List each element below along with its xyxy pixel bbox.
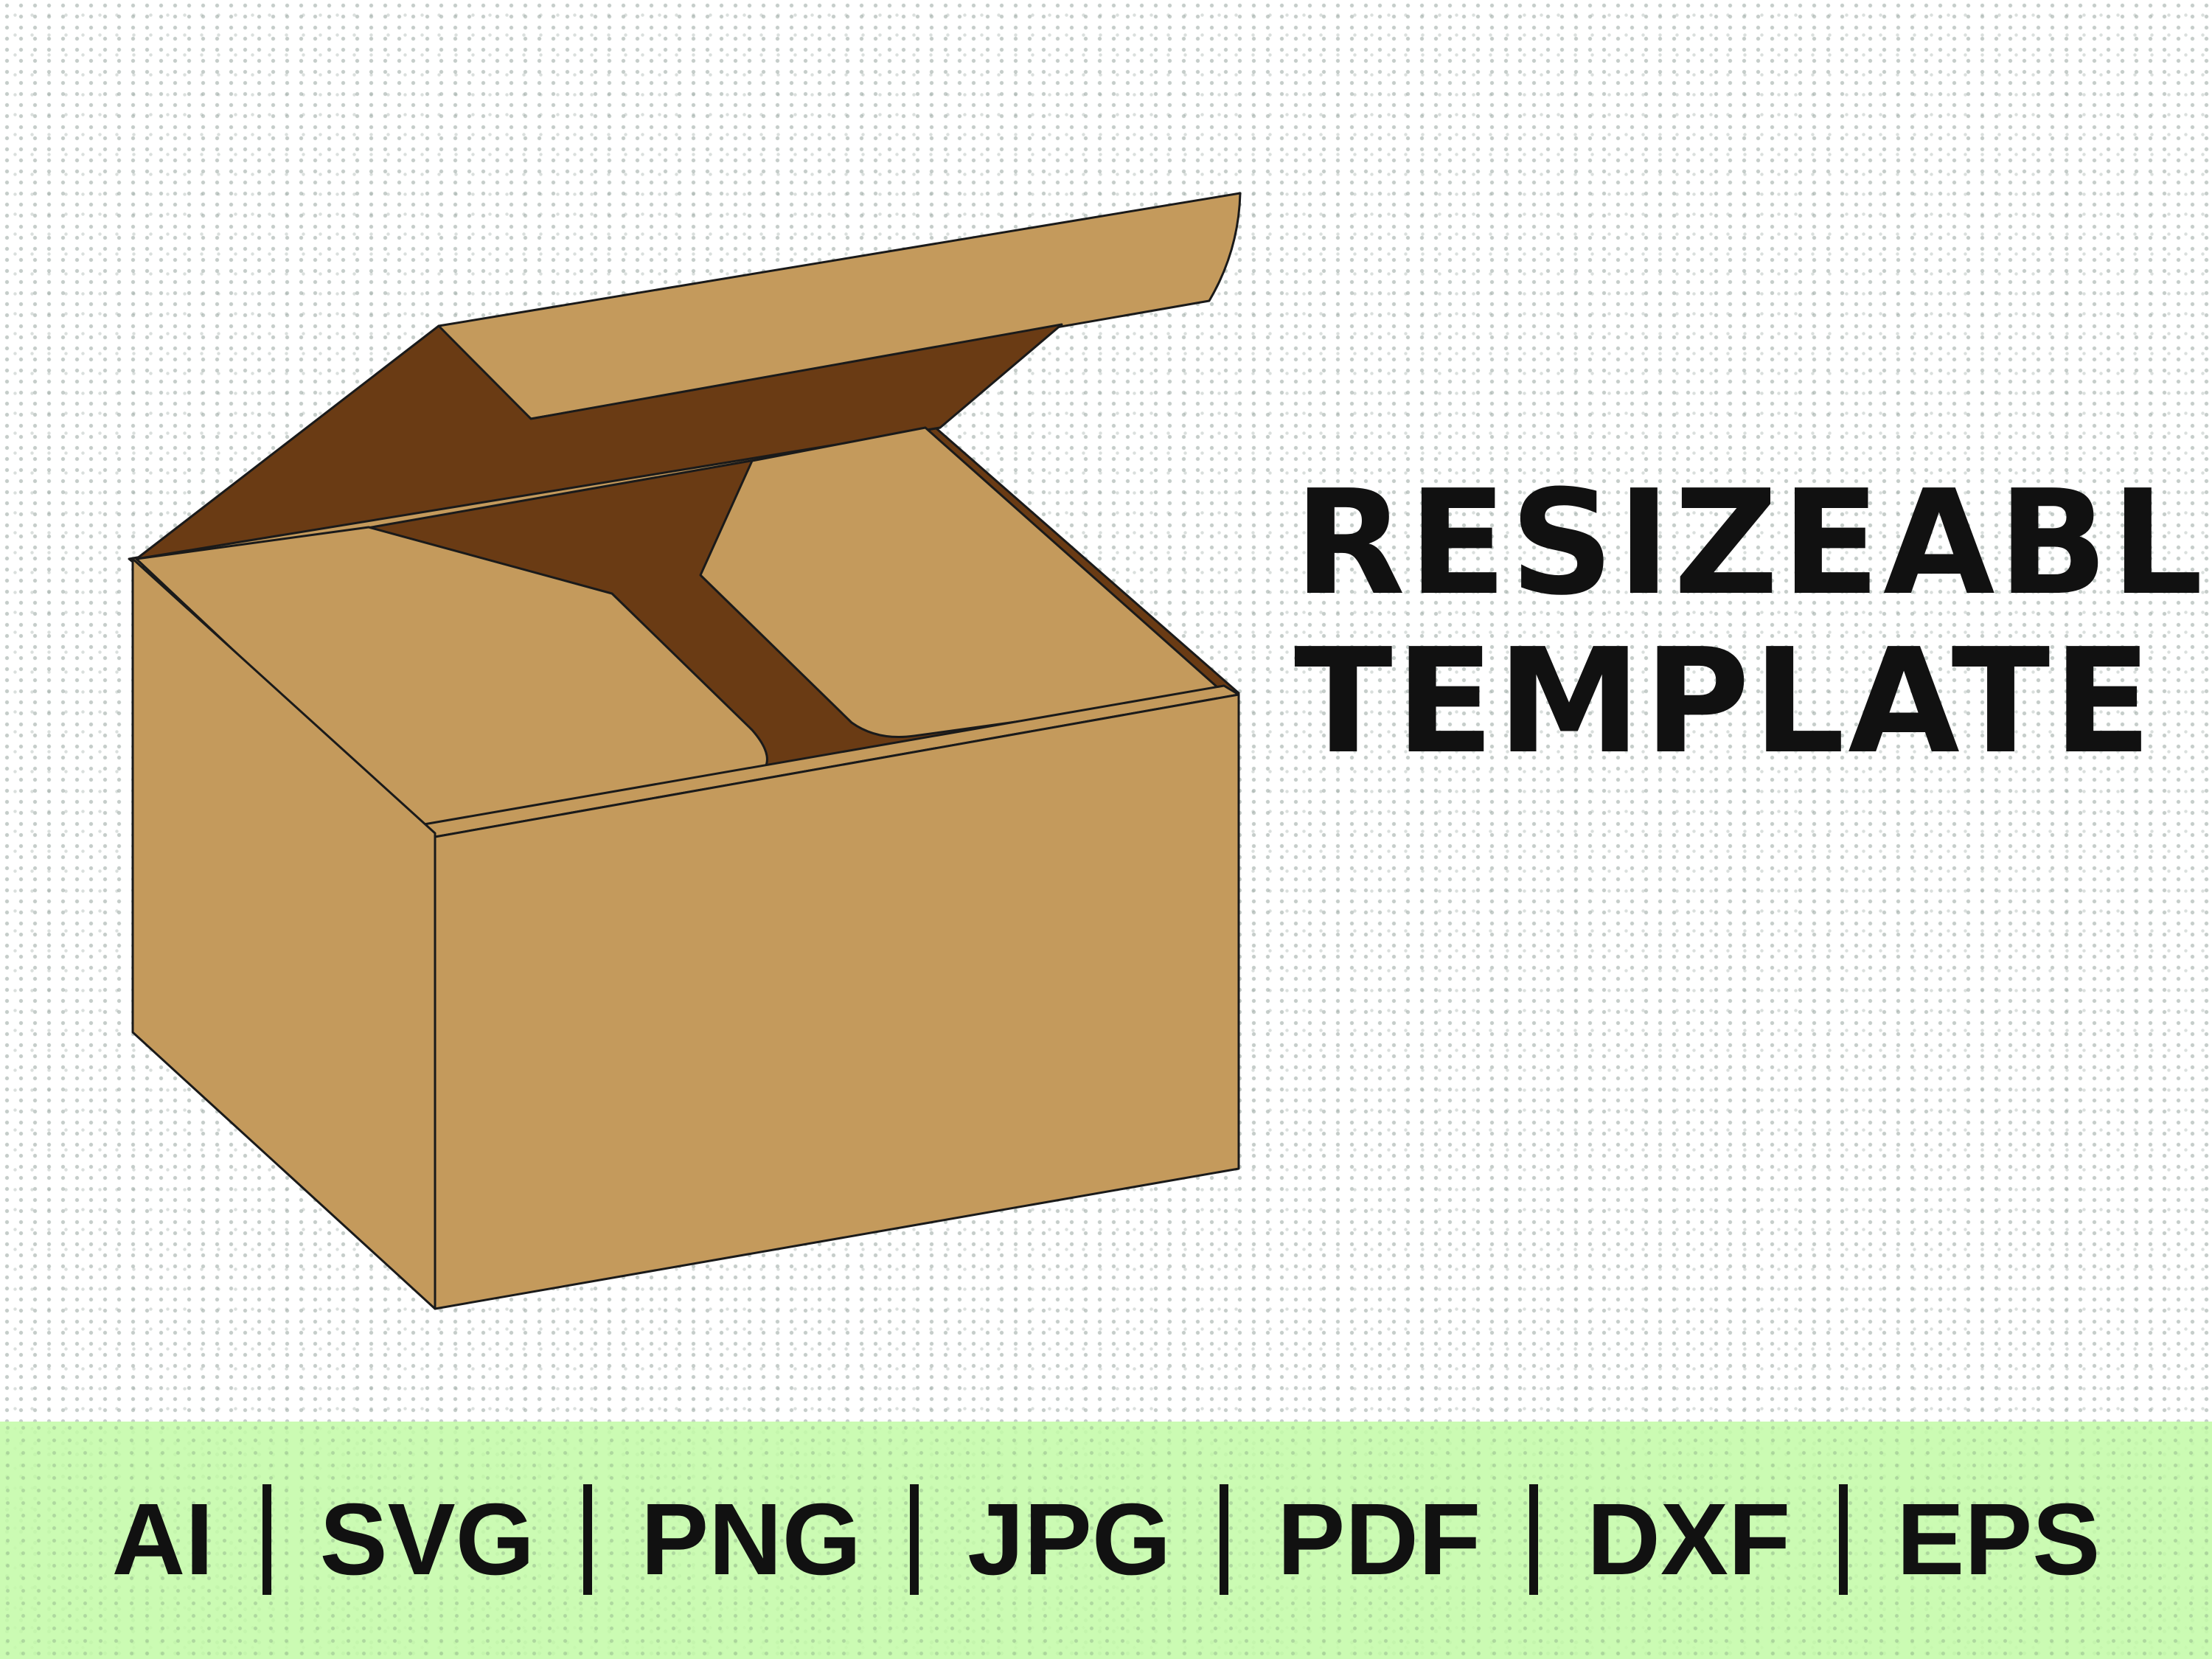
- format-pdf: PDF: [1277, 1482, 1481, 1596]
- format-separator: [1220, 1484, 1229, 1595]
- box-right-flap: [699, 426, 1225, 739]
- format-separator: [1839, 1484, 1848, 1595]
- format-png: PNG: [641, 1482, 862, 1596]
- format-separator: [262, 1484, 271, 1595]
- file-formats-list: AI SVG PNG JPG PDF DXF EPS: [0, 1473, 2212, 1606]
- format-separator: [910, 1484, 919, 1595]
- headline-line-1: RESIZEABLE: [1294, 459, 2212, 627]
- file-formats-band: AI SVG PNG JPG PDF DXF EPS: [0, 1422, 2212, 1659]
- format-svg: SVG: [319, 1482, 535, 1596]
- format-eps: EPS: [1896, 1482, 2101, 1596]
- box-front-face: [434, 693, 1240, 1310]
- headline: RESIZEABLE TEMPLATE: [1294, 459, 2212, 786]
- headline-line-2: TEMPLATE: [1294, 618, 2155, 786]
- format-separator: [583, 1484, 593, 1595]
- format-separator: [1529, 1484, 1539, 1595]
- format-jpg: JPG: [967, 1482, 1172, 1596]
- format-dxf: DXF: [1587, 1482, 1791, 1596]
- box-lid-inner: [135, 323, 1063, 560]
- format-ai: AI: [111, 1482, 214, 1596]
